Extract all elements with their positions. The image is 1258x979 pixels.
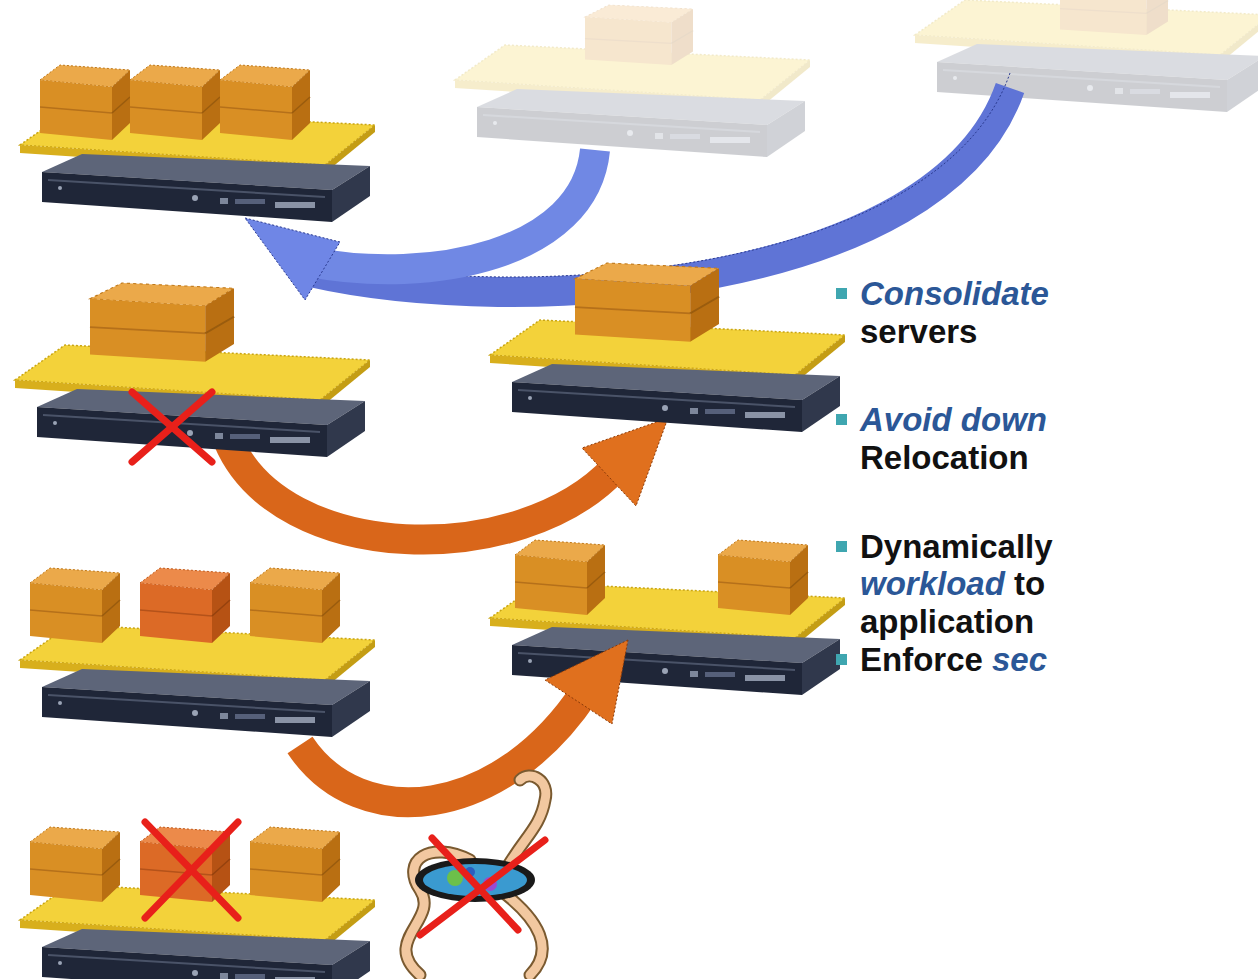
- bullet: [836, 288, 847, 299]
- worm-icon: [406, 776, 546, 975]
- bullet-text: to: [1014, 566, 1045, 602]
- bullet-text: Dynamically: [860, 529, 1053, 565]
- bullet: [836, 414, 847, 425]
- bullet-text: servers: [860, 314, 977, 350]
- bullet-text: Enforce: [860, 642, 983, 678]
- bullet-text: workload: [860, 566, 1005, 602]
- bullet-text: Consolidate: [860, 276, 1049, 312]
- bullet-text: sec: [992, 642, 1047, 678]
- bullet: [836, 541, 847, 552]
- bullet-text: Relocation: [860, 440, 1029, 476]
- bullet-text: application: [860, 604, 1034, 640]
- bullet-text: Avoid down: [860, 402, 1047, 438]
- bullet: [836, 654, 847, 665]
